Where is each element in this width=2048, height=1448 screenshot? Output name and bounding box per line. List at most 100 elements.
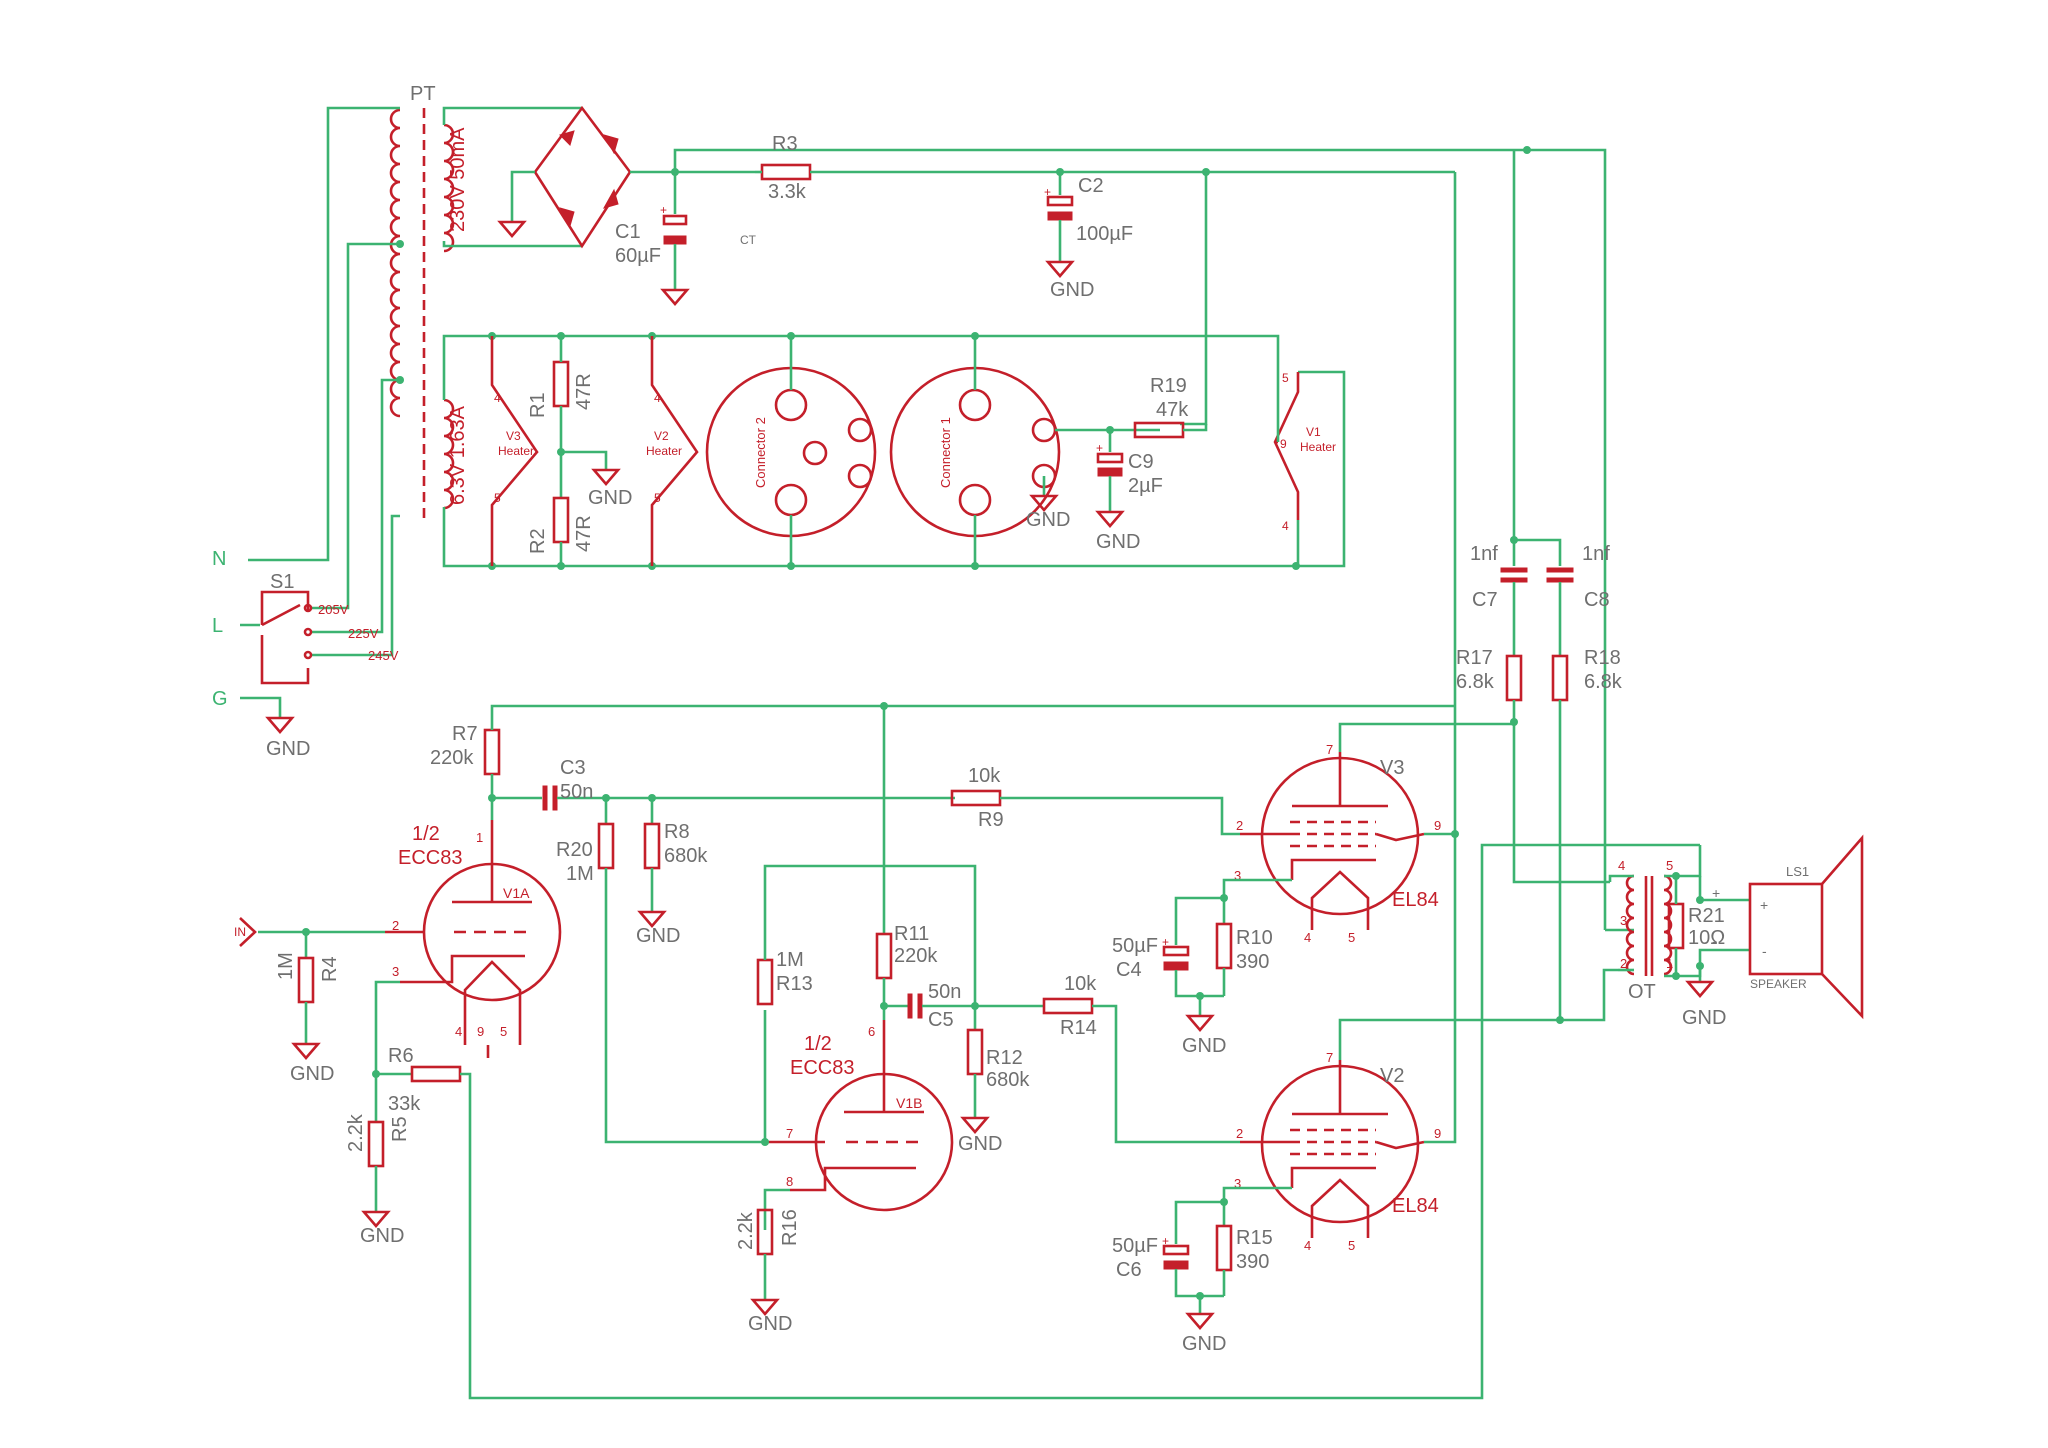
r6-name: R6 — [388, 1045, 414, 1067]
r2-resistor — [552, 496, 570, 544]
c5-capacitor — [907, 993, 913, 1019]
r4-gnd: GND — [290, 1063, 334, 1085]
v2-cathode: + R15 390 50µF C6 GND — [1112, 845, 1457, 1355]
c2-name: C2 — [1078, 175, 1104, 197]
c1-value: 60µF — [615, 245, 661, 267]
c2-value: 100µF — [1076, 223, 1133, 245]
c3-capacitor — [542, 785, 548, 811]
connector-1: Connector 1 GND — [889, 336, 1160, 566]
tap-225v: 225V — [348, 626, 379, 641]
r8-gnd: GND — [636, 925, 680, 947]
svg-text:+: + — [1162, 935, 1169, 949]
svg-text:9: 9 — [1434, 1126, 1441, 1141]
r3-resistor — [760, 163, 812, 181]
r13-resistor — [756, 958, 774, 1006]
mains-l-label: L — [212, 615, 223, 637]
c7-capacitor — [1500, 567, 1528, 573]
selector-switch-s1[interactable]: S1 205V 225V 245V — [260, 571, 399, 685]
r11-value: 220k — [894, 945, 938, 967]
c4-capacitor — [1162, 945, 1190, 957]
r11-resistor — [875, 932, 893, 980]
r20-resistor — [597, 822, 615, 870]
r21-value: 10Ω — [1688, 927, 1725, 949]
r1-name: R1 — [527, 392, 549, 418]
ot-label: OT — [1628, 981, 1656, 1003]
r19-name: R19 — [1150, 375, 1187, 397]
svg-text:5: 5 — [494, 491, 501, 505]
mains-g-label: G — [212, 688, 228, 710]
svg-text:4: 4 — [654, 391, 661, 405]
input-stage: IN R4 1M GND R6 33k R5 2.2k GND R7 220k — [234, 702, 1700, 1400]
r5-name: R5 — [389, 1116, 411, 1142]
c7-value: 1nf — [1470, 543, 1498, 565]
r7-name: R7 — [452, 723, 478, 745]
c9-name: C9 — [1128, 451, 1154, 473]
r18-resistor — [1551, 654, 1569, 702]
v1b-type1: 1/2 — [804, 1033, 832, 1055]
r10-name: R10 — [1236, 927, 1273, 949]
r12-resistor — [966, 1028, 984, 1076]
r6-value: 33k — [388, 1093, 421, 1115]
ct-label: CT — [740, 233, 757, 247]
c1-capacitor — [662, 214, 688, 226]
r7-resistor — [483, 728, 501, 776]
c6-capacitor — [1162, 1244, 1190, 1256]
power-transformer: PT 230V 50mA 6.3V 1.63A — [389, 83, 469, 520]
b-plus-rail: + C1 60µF CT R3 3.3k + C2 100µF GND — [615, 133, 1607, 930]
r5-resistor — [367, 1120, 385, 1168]
r8-resistor — [643, 822, 661, 870]
r15-resistor — [1215, 1224, 1233, 1272]
svg-text:5: 5 — [654, 491, 661, 505]
r9-value: 10k — [968, 765, 1001, 787]
r17-resistor — [1505, 654, 1523, 702]
c4-gnd: GND — [1182, 1035, 1226, 1057]
r17-value: 6.8k — [1456, 671, 1495, 693]
svg-text:4: 4 — [494, 391, 501, 405]
r14-resistor — [1042, 997, 1094, 1015]
v1a-type1: 1/2 — [412, 823, 440, 845]
c5-name: C5 — [928, 1009, 954, 1031]
c7-name: C7 — [1472, 589, 1498, 611]
c8-value: 1nf — [1582, 543, 1610, 565]
mains-gnd-label: GND — [266, 738, 310, 760]
svg-text:2: 2 — [1620, 956, 1627, 971]
v3-name: V3 — [1380, 757, 1404, 779]
svg-text:+: + — [1162, 1234, 1169, 1248]
c6-gnd: GND — [1182, 1333, 1226, 1355]
r14-name: R14 — [1060, 1017, 1097, 1039]
r12-value: 680k — [986, 1069, 1030, 1091]
r3-value: 3.3k — [768, 181, 807, 203]
r4-name: R4 — [319, 956, 341, 982]
tube-v2: V2 EL84 7 2 9 3 4 5 — [1234, 1050, 1441, 1253]
v3-cathode: + R10 390 50µF C4 GND — [1112, 830, 1459, 1057]
v2-type: EL84 — [1392, 1195, 1439, 1217]
r18-name: R18 — [1584, 647, 1621, 669]
c4-name: C4 — [1116, 959, 1142, 981]
r3-name: R3 — [772, 133, 798, 155]
svg-text:4: 4 — [1282, 519, 1289, 533]
c6-value: 50µF — [1112, 1235, 1158, 1257]
c1-name: C1 — [615, 221, 641, 243]
r20-name: R20 — [556, 839, 593, 861]
r1-resistor — [552, 360, 570, 408]
r12-name: R12 — [986, 1047, 1023, 1069]
bridge-rectifier — [442, 105, 675, 249]
v3-type: EL84 — [1392, 889, 1439, 911]
r19-value: 47k — [1156, 399, 1189, 421]
c9-capacitor — [1096, 452, 1124, 464]
svg-text:7: 7 — [786, 1126, 793, 1141]
c5-value: 50n — [928, 981, 961, 1003]
r9-name: R9 — [978, 809, 1004, 831]
phase-inverter-stage: 1M R13 R11 220k 50n C5 R12 680k GND 10k … — [735, 706, 1240, 1335]
svg-text:+: + — [1712, 885, 1720, 901]
svg-text:+: + — [1044, 185, 1051, 199]
svg-text:5: 5 — [1348, 1238, 1355, 1253]
svg-text:+: + — [1760, 897, 1768, 913]
v2-name: V2 — [1380, 1065, 1404, 1087]
speaker-output: R21 10Ω GND + - LS1 SPEAKER + - — [1667, 834, 1864, 1029]
svg-text:2: 2 — [1236, 1126, 1243, 1141]
svg-text:6: 6 — [868, 1024, 875, 1039]
output-transformer: 4 3 2 5 1 OT — [1608, 845, 1702, 1003]
c2-gnd: GND — [1050, 279, 1094, 301]
r21-name: R21 — [1688, 905, 1725, 927]
